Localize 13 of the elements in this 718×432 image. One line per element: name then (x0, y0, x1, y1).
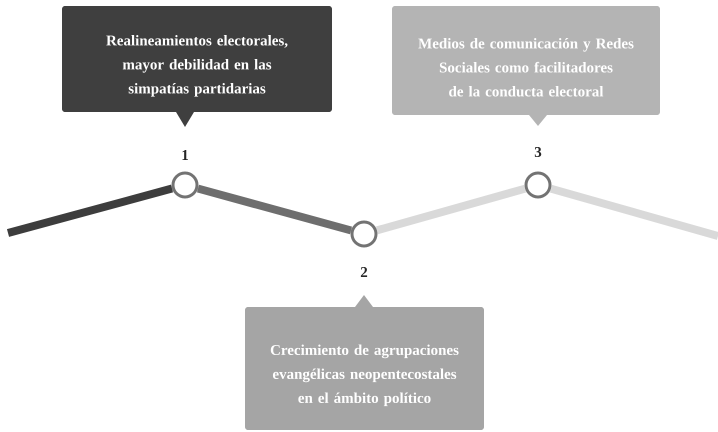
timeline-line (6, 184, 174, 237)
callout-box: Crecimiento de agrupaciones evangélicas neopentecostales en el ámbito político (245, 295, 484, 430)
step-number: 3 (534, 146, 542, 158)
timeline-line (550, 184, 718, 240)
timeline-marker (172, 172, 198, 198)
timeline-line (196, 184, 352, 234)
callout-box: Realineamientos electorales, mayor debilidad en las simpatías partidarias (62, 6, 332, 127)
timeline-line (376, 184, 526, 234)
callout-box: Medios de comunicación y Redes Sociales como facilitadores de la conducta electoral (392, 6, 660, 126)
timeline-marker (524, 172, 552, 198)
step-number: 2 (360, 267, 368, 277)
step-number: 1 (182, 150, 188, 160)
timeline-marker (350, 220, 378, 248)
